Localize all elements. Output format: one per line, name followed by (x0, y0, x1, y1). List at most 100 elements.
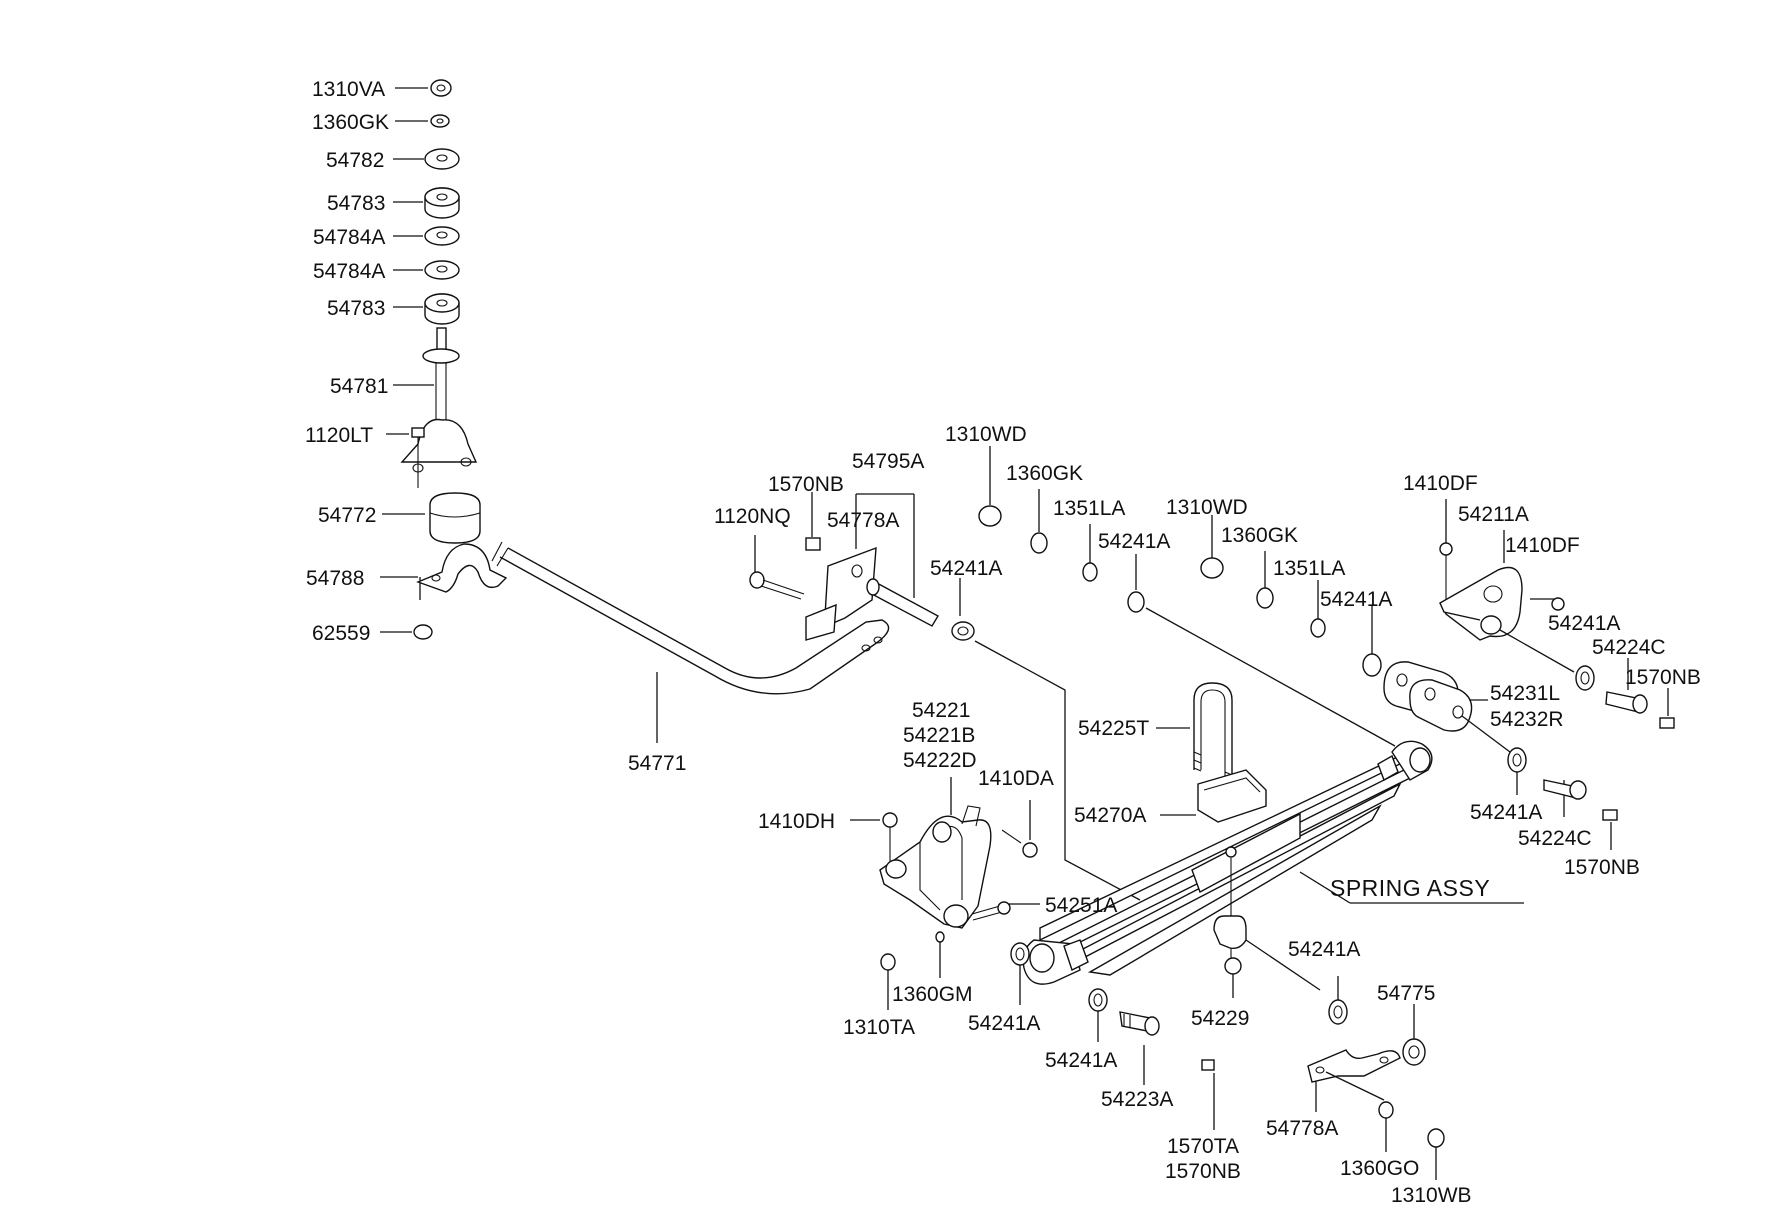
part-label: 54221B (903, 724, 975, 747)
washer-part (1082, 562, 1098, 582)
part-label: 1410DF (1505, 534, 1580, 557)
washer-part (1030, 532, 1048, 554)
washer-part (430, 114, 450, 128)
bolt-part (1001, 829, 1038, 858)
part-label: 1360GK (1006, 462, 1083, 485)
spring-pad-part (1197, 769, 1267, 823)
hanger-bracket-part (879, 805, 992, 929)
part-label: 54241A (1320, 588, 1392, 611)
part-label: 54784A (313, 226, 385, 249)
stabilizer-bar-part (491, 541, 890, 743)
spring-eye-part (1377, 740, 1433, 782)
part-label: 1570NB (1165, 1160, 1241, 1183)
part-label: 54222D (903, 749, 977, 772)
part-label: 54241A (1098, 530, 1170, 553)
shackle-pin-part (1119, 1011, 1160, 1036)
nut-part (1602, 809, 1618, 821)
upper-hardware-group (978, 446, 1396, 747)
part-label: 54251A (1045, 894, 1117, 917)
washer-part (1378, 1101, 1394, 1119)
nut-part (1659, 717, 1675, 729)
washer-part (1328, 999, 1348, 1025)
part-label: 54241A (1548, 612, 1620, 635)
bushing-part (424, 260, 460, 280)
part-label: 54223A (1101, 1088, 1173, 1111)
bushing-part (429, 492, 481, 544)
part-label: 54232R (1490, 708, 1564, 731)
nut-part (1427, 1128, 1445, 1148)
washer-part (1575, 665, 1595, 691)
nut-part (978, 505, 1002, 527)
spring-assy-label: SPRING ASSY (1330, 875, 1490, 901)
part-label: 54784A (313, 260, 385, 283)
part-label: 54781 (330, 375, 388, 398)
nut-part (430, 79, 452, 97)
part-label: 1360GO (1340, 1157, 1419, 1180)
stabilizer-link-part (400, 327, 478, 473)
part-label: 1310WD (1166, 496, 1248, 519)
shackle-pin-part (1543, 779, 1587, 800)
part-label: 54241A (930, 557, 1002, 580)
washer-part (951, 621, 975, 641)
part-label: 1360GK (1221, 524, 1298, 547)
pin-part (866, 578, 939, 627)
part-label: 54795A (852, 450, 924, 473)
part-label: 54211A (1458, 503, 1529, 526)
part-label: 54241A (1045, 1049, 1117, 1072)
bolt-part (1439, 542, 1453, 605)
spring-hanger-group (850, 777, 1040, 1010)
shackle-bracket-group (1383, 499, 1675, 850)
part-label: 54241A (1470, 801, 1542, 824)
part-label: 54224C (1592, 636, 1666, 659)
part-label: 54771 (628, 752, 686, 775)
part-labels: 1310VA 1360GK 54782 54783 54784A 54784A … (305, 78, 1701, 1207)
part-label: 54775 (1377, 982, 1435, 1005)
part-label: 1351LA (1053, 497, 1125, 520)
part-label: 1570NB (768, 473, 844, 496)
part-label: 1351LA (1273, 557, 1345, 580)
part-label: 1120LT (305, 424, 373, 447)
nut-part (1200, 557, 1224, 579)
bolt-part (882, 812, 898, 872)
washer-part (1088, 988, 1108, 1012)
part-label: 54225T (1078, 717, 1149, 740)
part-label: 1310WB (1391, 1184, 1472, 1207)
u-bolt-part (1193, 682, 1233, 788)
bolt-part (749, 571, 805, 600)
clamp-bracket-part (416, 543, 508, 593)
part-label: 1310WD (945, 423, 1027, 446)
washer-part (1402, 1038, 1426, 1066)
part-label: 54782 (326, 149, 384, 172)
bushing-part (424, 187, 460, 219)
nut-part (805, 537, 821, 551)
part-label: 1410DA (978, 767, 1054, 790)
nut-part (880, 953, 896, 971)
part-label: 1310TA (843, 1016, 915, 1039)
part-label: 54778A (1266, 1117, 1338, 1140)
washer-part (1256, 587, 1274, 609)
leaf-spring-part (1022, 682, 1524, 985)
part-label: 1570NB (1625, 666, 1701, 689)
bolt-part (1201, 1059, 1215, 1071)
nut-part (1224, 957, 1242, 975)
washer-part (1507, 747, 1527, 773)
part-label: 54221 (912, 699, 970, 722)
part-label: 1410DH (758, 810, 835, 833)
washer-part (1010, 942, 1030, 966)
washer-part (424, 148, 460, 170)
washer-part (1127, 591, 1145, 613)
lower-hardware-group (1088, 939, 1445, 1180)
part-label: 54783 (327, 192, 385, 215)
part-label: 62559 (312, 622, 370, 645)
shackle-pin-part (1605, 691, 1648, 714)
part-label: 1570NB (1564, 856, 1640, 879)
nut-part (413, 624, 433, 640)
shackle-plate-part (1383, 661, 1473, 732)
bolt-part (971, 901, 1011, 921)
bushing-part (424, 293, 460, 325)
spring-eye-part (1022, 939, 1089, 985)
part-label: 1410DF (1403, 472, 1478, 495)
part-label: 54783 (327, 297, 385, 320)
bracket-plate-part (805, 546, 877, 641)
